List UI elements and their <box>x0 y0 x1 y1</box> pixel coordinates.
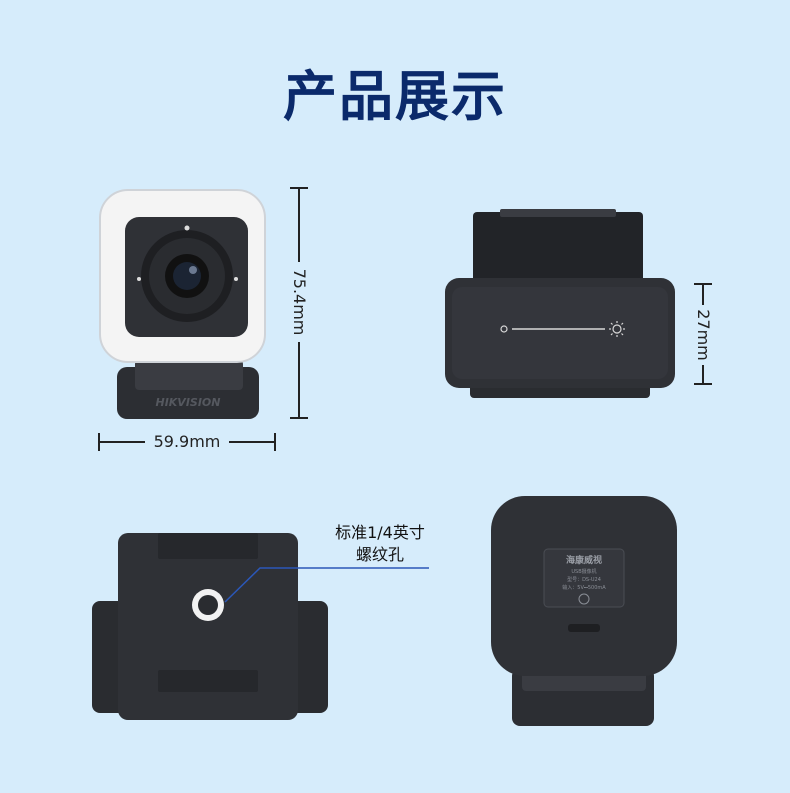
logo-text: HIKVISION <box>155 396 220 409</box>
callout-line1: 标准1/4英寸 <box>335 523 425 542</box>
height-label: 75.4mm <box>287 262 311 342</box>
brightness-low-icon <box>500 325 508 333</box>
width-label: 59.9mm <box>145 431 229 453</box>
callout-line <box>224 567 429 603</box>
top-view-camera <box>445 209 675 398</box>
page-title: 产品展示 <box>283 65 507 128</box>
camera-clip <box>473 212 643 297</box>
eco-badge-icon <box>578 593 590 605</box>
brightness-high-icon <box>612 324 622 334</box>
label-brand: 海康威视 <box>566 554 602 566</box>
rear-view-camera: 海康威视 USB摄像机 型号：DS-U24 输入：5V⎓500mA <box>491 496 677 726</box>
usb-port <box>568 624 600 632</box>
label-product: USB摄像机 <box>571 568 596 575</box>
label-model: 型号：DS-U24 <box>567 576 601 583</box>
product-label <box>543 548 625 608</box>
depth-label: 27mm <box>691 305 715 365</box>
front-view-camera: HIKVISION <box>99 189 266 419</box>
bottom-view-camera <box>92 533 328 720</box>
callout-line2: 螺纹孔 <box>355 545 404 564</box>
label-input: 输入：5V⎓500mA <box>562 584 606 591</box>
thread-hole-callout: 标准1/4英寸 螺纹孔 <box>300 522 460 566</box>
